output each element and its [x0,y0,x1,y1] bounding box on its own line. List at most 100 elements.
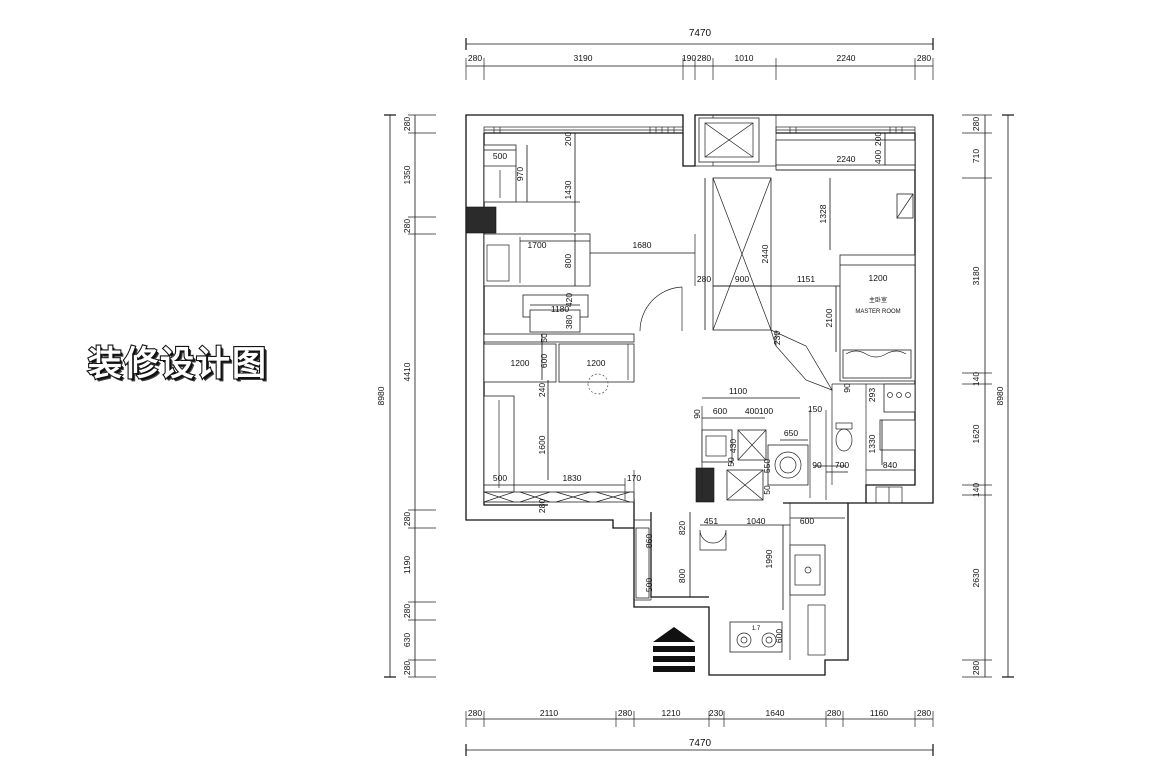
dim-1200b: 1200 [587,358,606,368]
pillar-center [695,467,715,503]
dim-400a: 400 [873,150,883,164]
right-seg-7: 2630 [971,568,981,587]
bathroom-area [701,383,916,504]
left-seg-8: 630 [402,633,412,647]
left-seg-4: 4410 [402,362,412,381]
left-overall-dim: 8980 [376,386,386,405]
dim-170: 170 [627,473,641,483]
right-seg-8: 280 [971,661,981,675]
dim-1330: 1330 [867,434,877,453]
dim-1200c: 1200 [869,273,888,283]
top-seg-6: 2240 [837,53,856,63]
left-seg-1: 280 [402,117,412,131]
shaft [698,117,760,163]
right-seg-5: 1620 [971,424,981,443]
interior-dimensions: 500 970 200 1430 1700 1680 800 1180 420 … [493,132,901,643]
kitchen-entrance: 1.7 [634,503,845,660]
dim-1151: 1151 [797,274,816,284]
left-seg-9: 280 [402,661,412,675]
bottom-seg-5: 230 [709,708,723,718]
windows [483,126,916,134]
right-dimension-chain: 280 710 3180 140 1620 140 2630 280 8980 [962,114,1014,678]
dim-1990: 1990 [764,549,774,568]
dim-90a: 90 [692,409,702,419]
dim-1040: 1040 [747,516,766,526]
right-seg-6: 140 [971,483,981,497]
dim-1830: 1830 [563,473,582,483]
dim-200b: 200 [873,132,883,146]
dim-840: 840 [883,460,897,470]
dim-420: 420 [564,293,574,307]
dim-2100: 2100 [824,308,834,327]
dim-280b: 280 [697,274,711,284]
dim-600d: 600 [774,629,784,643]
room-label-en: MASTER ROOM [855,309,900,315]
left-seg-2: 1350 [402,165,412,184]
dim-100: 100 [759,406,773,416]
dim-650: 650 [784,428,798,438]
dim-600a: 600 [539,354,549,368]
top-seg-2: 3190 [574,53,593,63]
bottom-seg-1: 280 [468,708,482,718]
dim-1200a: 1200 [511,358,530,368]
dim-600b: 600 [713,406,727,416]
dim-293: 293 [867,388,877,402]
right-overall-dim: 8980 [995,386,1005,405]
dim-400b: 400 [745,406,759,416]
page-title: 装修设计图 [87,343,268,385]
dim-550: 550 [762,459,772,473]
dim-2440: 2440 [760,244,770,263]
top-overall-dim: 7470 [689,28,712,39]
master-bedroom [775,133,916,382]
dim-1430: 1430 [563,180,573,199]
bottom-overall-dim: 7470 [689,738,712,749]
bottom-seg-3: 280 [618,708,632,718]
entrance-arrow-icon [653,627,695,672]
right-seg-1: 280 [971,117,981,131]
dim-800a: 800 [563,254,573,268]
dim-451: 451 [704,516,718,526]
dim-500c: 500 [644,578,654,592]
dim-380: 380 [564,315,574,329]
bottom-dimension-chain: 280 2110 280 1210 230 1640 280 1160 280 … [465,708,934,756]
dim-240: 240 [537,383,547,397]
bottom-seg-2: 2110 [540,708,559,718]
dim-150: 150 [808,404,822,414]
top-seg-7: 280 [917,53,931,63]
bottom-seg-9: 280 [917,708,931,718]
dim-860: 860 [644,534,654,548]
dim-600c: 600 [800,516,814,526]
left-room-furniture [483,133,696,503]
dim-1328: 1328 [818,204,828,223]
dim-970: 970 [515,167,525,181]
dim-800b: 800 [677,569,687,583]
dim-820: 820 [677,521,687,535]
bottom-seg-6: 1640 [766,708,785,718]
dim-90b: 90 [812,460,822,470]
left-dimension-chain: 8980 280 1350 280 4410 280 1190 280 630 … [376,114,436,678]
dim-1180: 1180 [551,304,570,314]
top-seg-5: 1010 [735,53,754,63]
right-seg-4: 140 [971,372,981,386]
dim-280a: 280 [537,499,547,513]
right-seg-2: 710 [971,149,981,163]
dim-1600: 1600 [537,435,547,454]
top-dimension-chain: 7470 280 3190 190 280 1010 2240 280 [465,28,934,80]
dim-1700: 1700 [528,240,547,250]
dim-430: 430 [728,439,738,453]
dim-50c: 50 [762,485,772,495]
dim-500a: 500 [493,151,507,161]
bottom-seg-4: 1210 [662,708,681,718]
bottom-seg-8: 1160 [870,708,889,718]
dim-900: 900 [735,274,749,284]
left-seg-5: 280 [402,512,412,526]
right-seg-3: 3180 [971,266,981,285]
dim-2240: 2240 [837,154,856,164]
left-seg-6: 1190 [402,556,412,575]
bottom-seg-7: 280 [827,708,841,718]
top-seg-1: 280 [468,53,482,63]
dim-200a: 200 [563,132,573,146]
dim-500b: 500 [493,473,507,483]
dim-1100: 1100 [729,386,748,396]
